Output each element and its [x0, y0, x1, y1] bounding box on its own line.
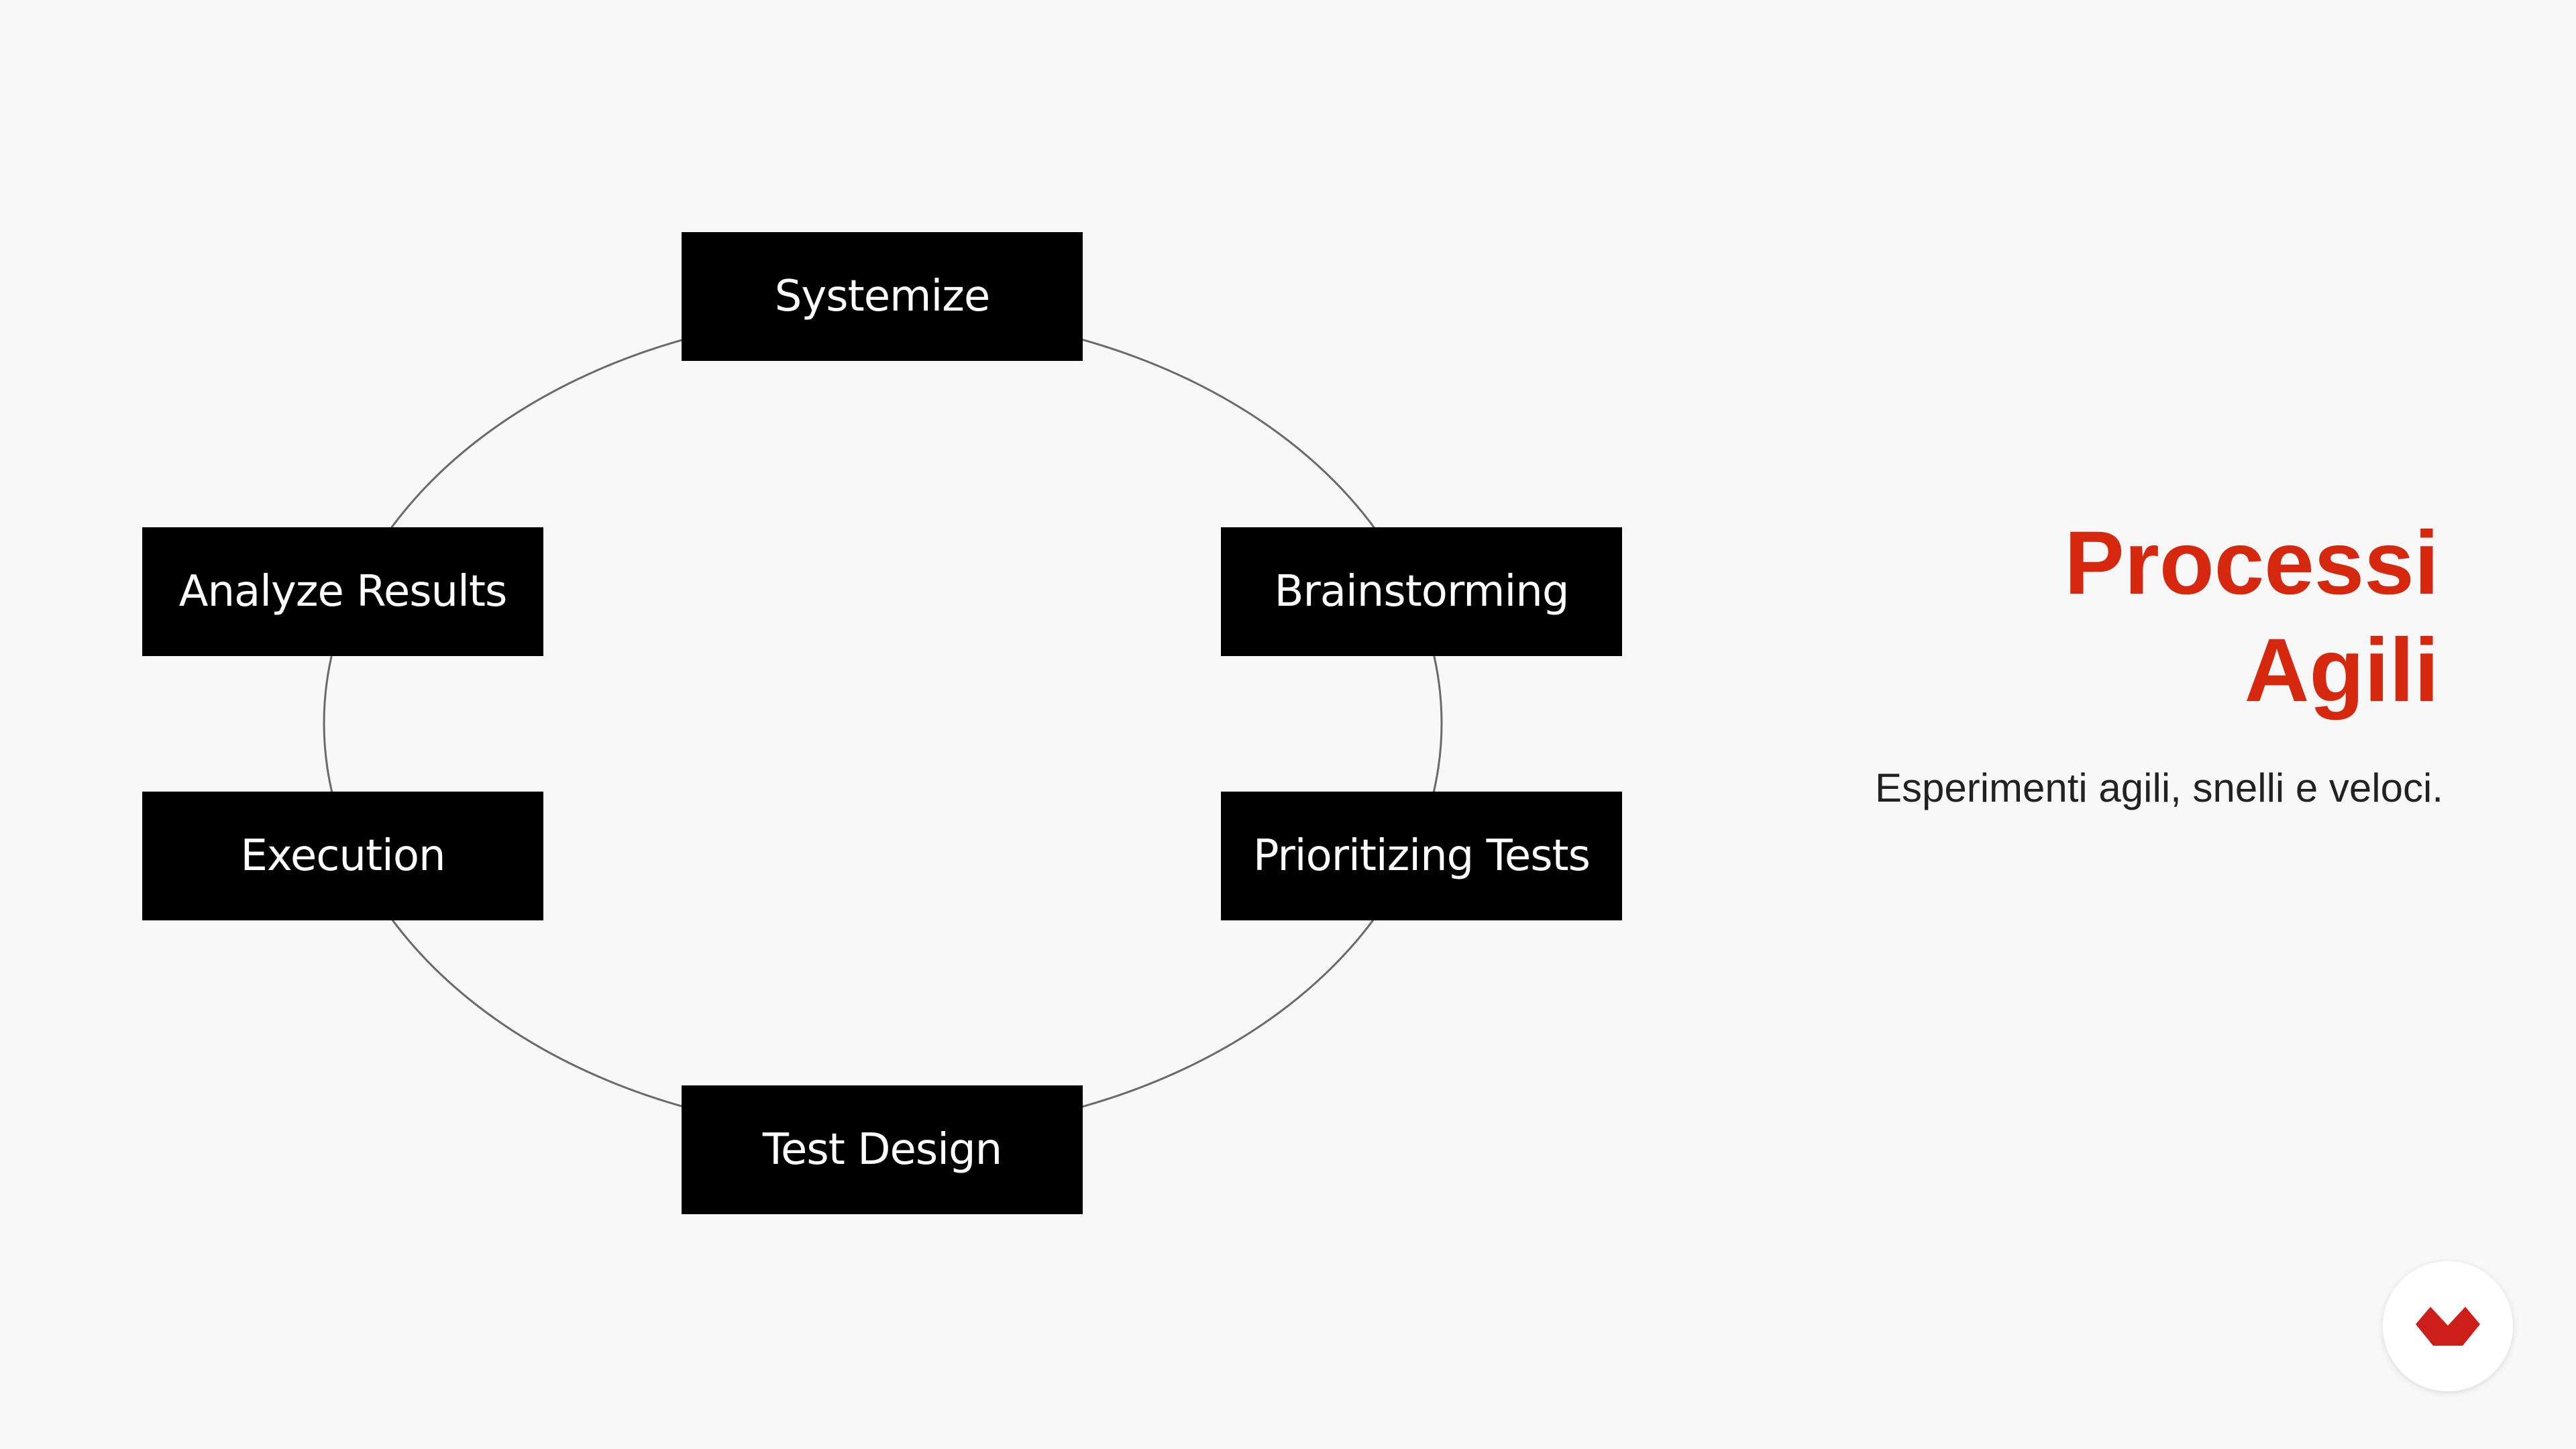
node-label: Execution	[240, 831, 445, 881]
node-brainstorming: Brainstorming	[1221, 527, 1622, 656]
node-systemize: Systemize	[682, 232, 1083, 361]
node-label: Test Design	[762, 1125, 1002, 1175]
node-label: Systemize	[774, 272, 990, 321]
brand-logo-badge[interactable]	[2383, 1261, 2513, 1391]
node-label: Analyze Results	[178, 567, 508, 616]
slide-title: Processi Agili	[1768, 510, 2439, 724]
node-label: Prioritizing Tests	[1253, 831, 1591, 881]
node-label: Brainstorming	[1274, 567, 1570, 616]
title-line-2: Agili	[2244, 621, 2439, 720]
node-test-design: Test Design	[682, 1085, 1083, 1214]
slide-subtitle: Esperimenti agili, snelli e veloci.	[1874, 765, 2443, 810]
title-line-1: Processi	[2064, 513, 2439, 613]
node-analyze-results: Analyze Results	[142, 527, 543, 656]
node-execution: Execution	[142, 792, 543, 920]
node-prioritizing-tests: Prioritizing Tests	[1221, 792, 1622, 920]
brand-logo-icon	[2416, 1307, 2480, 1346]
